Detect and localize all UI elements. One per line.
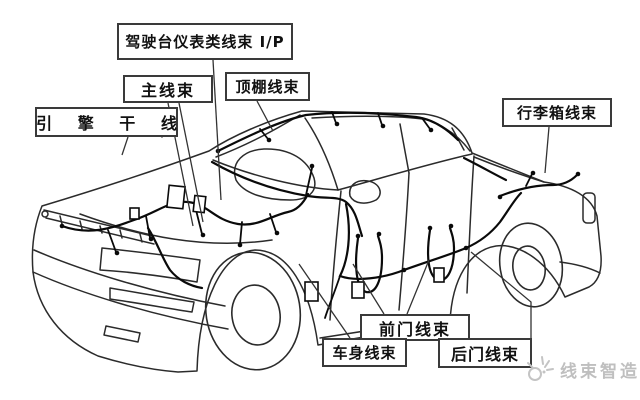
- parcel-shelf-harness: [462, 156, 508, 182]
- trunk-crease: [473, 156, 545, 183]
- rear-door-module: [433, 267, 445, 283]
- windshield-right-edge: [304, 117, 339, 191]
- rear-bumper-seam: [559, 261, 601, 274]
- rear-door-harness: [427, 226, 456, 282]
- leader-trunk: [544, 126, 550, 174]
- dashboard-branch: [305, 167, 313, 196]
- side-mirror: [348, 179, 381, 204]
- leader-front-door: [352, 259, 430, 315]
- bumper-mid-seam: [32, 271, 229, 330]
- leader-roof: [256, 100, 274, 132]
- bumper-lower-slot: [103, 325, 141, 343]
- watermark-text: 线束智造: [560, 361, 640, 382]
- grille-end-cap: [41, 210, 49, 218]
- front-tire: [204, 251, 302, 371]
- trunk-harness: [498, 173, 579, 198]
- label-dashboard-harness: 驾驶台仪表类线束 I/P: [117, 23, 293, 60]
- label-main-harness: 主线束: [123, 75, 213, 103]
- watermark: 线束智造: [522, 354, 640, 384]
- roof-branches: [259, 111, 431, 140]
- leader-body: [298, 263, 351, 339]
- leader-rear-door: [470, 251, 532, 338]
- front-door-front-seam: [329, 190, 342, 321]
- hood-crease: [79, 213, 273, 244]
- wheels: [204, 222, 564, 371]
- rear-tire: [498, 222, 564, 308]
- engine-bay-harness: [60, 192, 310, 232]
- tail-lamp: [582, 192, 596, 224]
- grille-strip-top: [43, 209, 153, 237]
- kick-panel-module: [304, 281, 319, 302]
- front-door-module: [351, 281, 365, 299]
- bumper-top-seam: [33, 249, 226, 307]
- roof-harness: [216, 111, 460, 153]
- car-body-outline: [31, 110, 602, 373]
- rear-rim: [512, 245, 546, 291]
- bumper-upper-slot: [109, 287, 195, 313]
- front-lamp-harness: [146, 226, 204, 290]
- rear-door-rear-seam: [466, 155, 475, 294]
- label-trunk-harness: 行李箱线束: [502, 98, 612, 127]
- label-front-door-harness: 前门线束: [360, 314, 470, 341]
- trunk-branch: [525, 173, 533, 187]
- dashboard-harness: [210, 160, 364, 238]
- front-door-rear-seam: [398, 172, 410, 311]
- relay-box: [166, 184, 186, 210]
- connector-block: [129, 207, 140, 220]
- grille-strip-bottom: [45, 217, 155, 245]
- body-floor-harness: [338, 191, 523, 280]
- label-rear-door-harness: 后门线束: [438, 338, 532, 368]
- label-leader-lines: [121, 59, 550, 339]
- b-pillar: [399, 123, 410, 174]
- wiring-connectors: [59, 121, 581, 273]
- label-roof-harness: 顶棚线束: [225, 72, 310, 101]
- wiring-harnesses: [60, 111, 579, 319]
- cowl-line: [212, 159, 339, 191]
- front-door-harness: [355, 234, 384, 294]
- label-body-harness: 车身线束: [322, 338, 407, 367]
- body-lower-branch: [324, 275, 341, 319]
- beltline: [337, 153, 473, 191]
- wiring-junction-boxes: [129, 184, 445, 302]
- headlight: [99, 247, 201, 283]
- leader-engine: [121, 136, 129, 156]
- leader-dashboard: [212, 59, 222, 201]
- front-rim: [231, 284, 281, 346]
- label-engine-harness: 引 擎 干 线: [35, 107, 178, 137]
- sparkle-logo-icon: [527, 356, 554, 381]
- interior-seat-silhouette: [233, 148, 316, 201]
